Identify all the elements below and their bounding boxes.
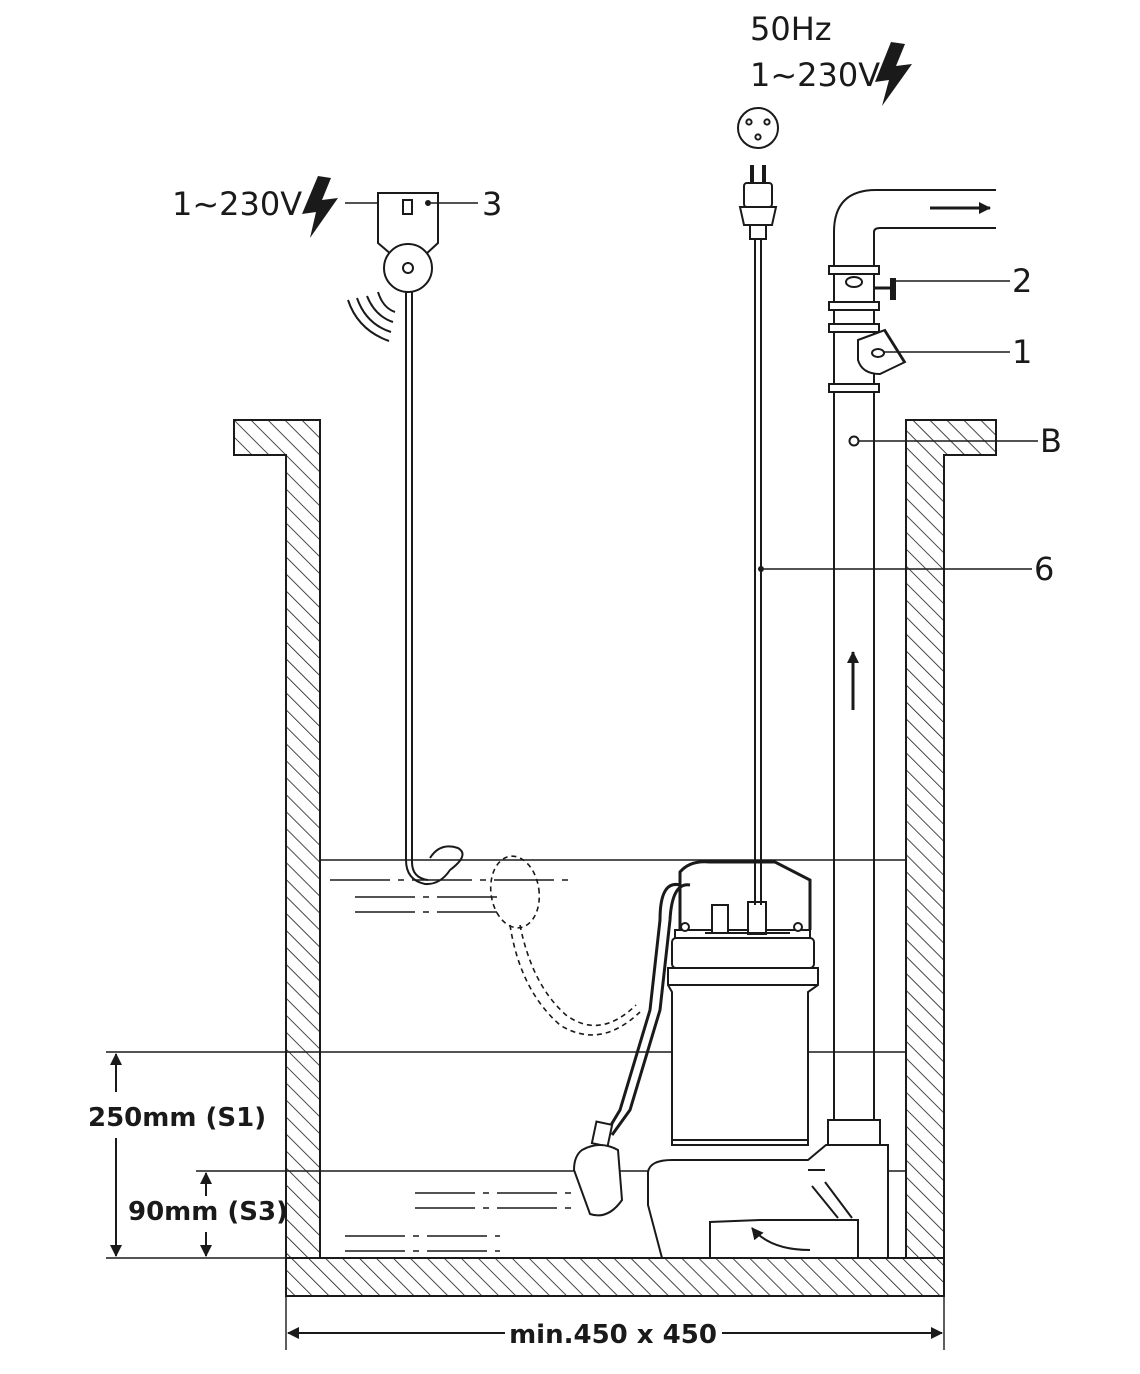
pit-floor [285,1257,945,1297]
switch-on-dimension: 250mm (S1) [88,1103,266,1133]
supply-voltage-label: 1~230V [750,56,880,94]
lightning-bolt-icon [875,42,912,106]
callout-6: 6 [1034,550,1054,588]
alarm-voltage-label: 1~230V [172,185,302,223]
alarm-switch [347,192,641,1036]
callout-b: B [1040,422,1062,460]
leader-lines [345,202,1038,570]
vent-hole [848,435,860,447]
gate-valve [833,273,896,303]
callout-3: 3 [482,185,502,223]
pit-walls [233,419,997,1297]
power-plug [738,165,778,240]
power-socket [737,107,779,149]
callout-2: 2 [1012,262,1032,300]
frequency-label: 50Hz [750,10,832,48]
submersible-pump [647,860,889,1259]
dimension-arrows [110,1053,945,1350]
water-level-lines [106,859,906,1259]
callout-1: 1 [1012,333,1032,371]
pit-wall-right [905,419,997,1297]
non-return-valve [857,328,907,376]
lightning-bolt-icon [302,176,338,238]
power-cable [754,238,764,905]
switch-off-dimension: 90mm (S3) [128,1197,288,1227]
pit-size-dimension: min.450 x 450 [509,1320,717,1350]
pump-float-switch [572,882,691,1217]
